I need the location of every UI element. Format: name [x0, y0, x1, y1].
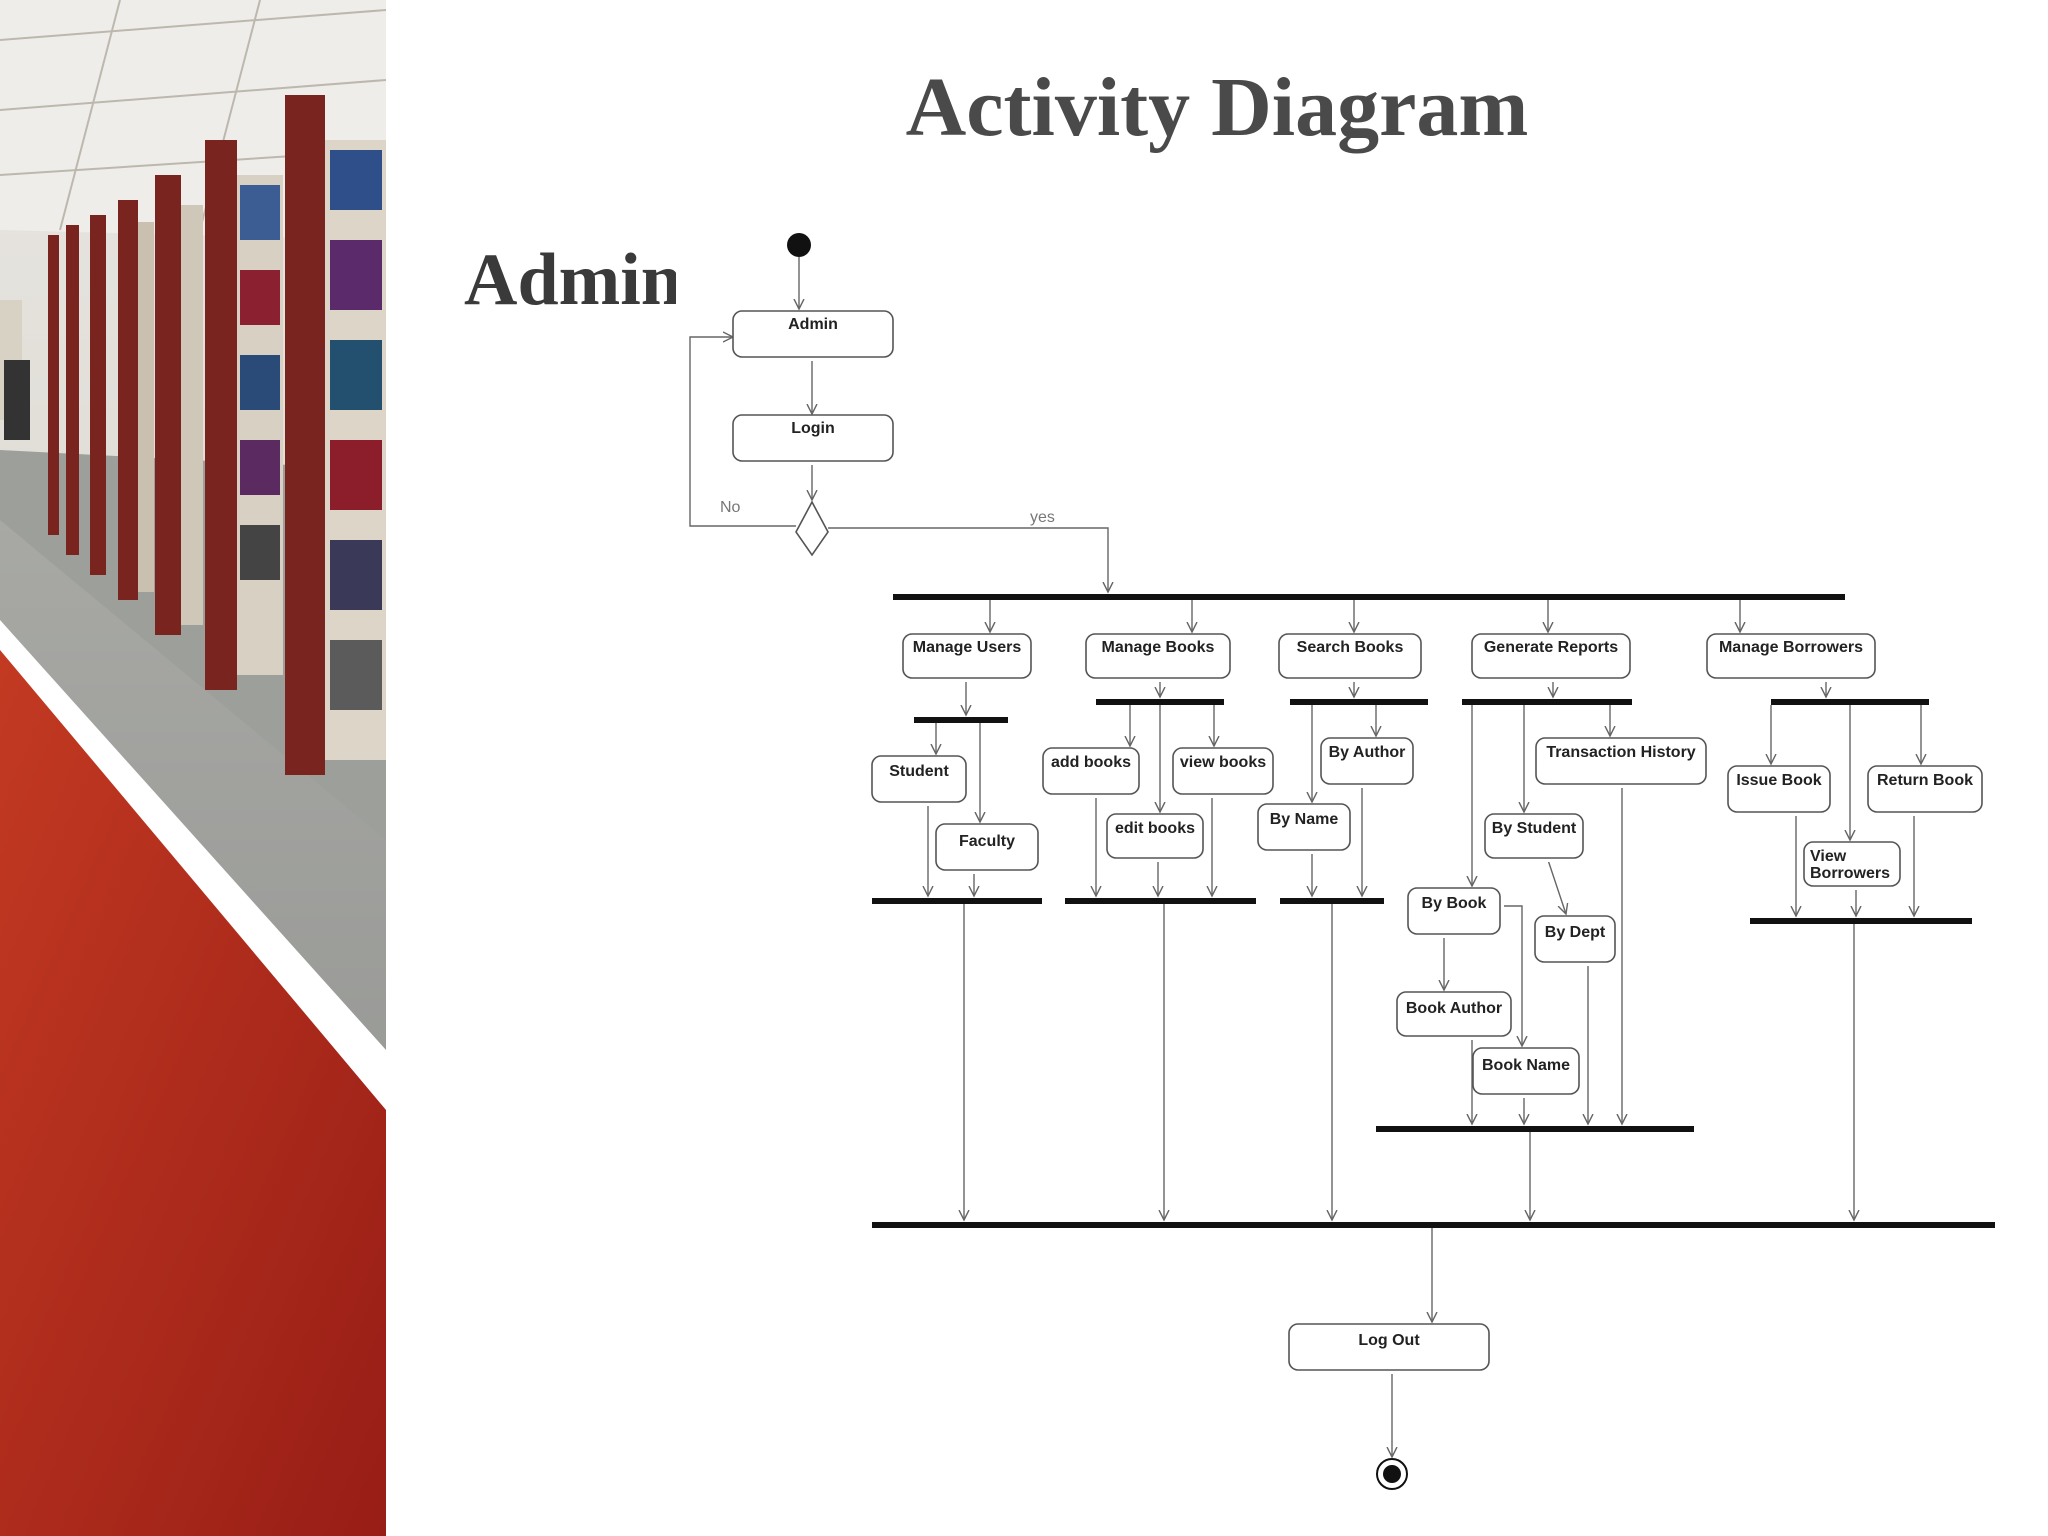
- node-faculty: Faculty: [935, 823, 1042, 874]
- node-manage-borrowers: Manage Borrowers: [1706, 633, 1879, 682]
- node-add-books: add books: [1042, 747, 1143, 798]
- node-login: Login: [732, 414, 897, 465]
- fork-bar-borrowers: [1771, 699, 1929, 705]
- join-bar-borrowers: [1750, 918, 1972, 924]
- node-return-book: Return Book: [1867, 765, 1986, 816]
- node-edit-books: edit books: [1106, 813, 1207, 862]
- node-admin: Admin: [732, 310, 897, 361]
- fork-bar-reports: [1462, 699, 1632, 705]
- node-label: By Student: [1492, 820, 1577, 837]
- guard-no: No: [720, 499, 741, 516]
- node-view-borrowers: View Borrowers: [1803, 841, 1904, 890]
- fork-bar-users: [914, 717, 1008, 723]
- node-search-books: Search Books: [1278, 633, 1425, 682]
- node-label: Admin: [788, 316, 838, 333]
- fork-bar-books: [1096, 699, 1224, 705]
- node-manage-users: Manage Users: [902, 633, 1035, 682]
- node-label: Manage Borrowers: [1719, 639, 1863, 656]
- node-student: Student: [871, 755, 970, 806]
- node-log-out: Log Out: [1288, 1323, 1493, 1374]
- node-label: Book Name: [1482, 1057, 1570, 1074]
- node-label: add books: [1051, 754, 1131, 771]
- node-issue-book: Issue Book: [1727, 765, 1834, 816]
- node-label: By Author: [1329, 744, 1406, 761]
- node-label: By Dept: [1545, 924, 1606, 941]
- node-by-author: By Author: [1320, 737, 1417, 788]
- fork-bar-search: [1290, 699, 1428, 705]
- section-label: Admin: [464, 240, 676, 321]
- login-decision: [795, 500, 829, 557]
- node-label: view books: [1180, 754, 1266, 771]
- start-node: [787, 233, 811, 257]
- node-label: Return Book: [1877, 772, 1973, 789]
- join-bar-reports: [1376, 1126, 1694, 1132]
- node-manage-books: Manage Books: [1085, 633, 1234, 682]
- node-label: By Name: [1270, 811, 1339, 828]
- node-label: By Book: [1422, 895, 1487, 912]
- node-label: Log Out: [1358, 1332, 1420, 1349]
- node-book-name: Book Name: [1472, 1047, 1583, 1098]
- node-label: Faculty: [959, 833, 1015, 850]
- library-photo: [0, 0, 386, 1536]
- node-label: Issue Book: [1736, 772, 1821, 789]
- join-bar-users: [872, 898, 1042, 904]
- node-view-books: view books: [1172, 747, 1277, 798]
- node-by-dept: By Dept: [1534, 915, 1619, 966]
- join-bar-final: [872, 1222, 1995, 1228]
- fork-bar-main: [893, 594, 1845, 600]
- node-book-author: Book Author: [1396, 991, 1515, 1040]
- node-label: Book Author: [1406, 1000, 1502, 1017]
- edge: [828, 527, 1108, 592]
- join-bar-search: [1280, 898, 1384, 904]
- node-label: Student: [889, 763, 949, 780]
- edge: [1502, 905, 1522, 1046]
- node-label: Login: [791, 420, 835, 437]
- edge: [689, 337, 796, 527]
- node-by-name: By Name: [1257, 803, 1354, 854]
- node-by-book: By Book: [1407, 887, 1504, 938]
- node-generate-reports: Generate Reports: [1471, 633, 1634, 682]
- node-label: Manage Users: [913, 639, 1022, 656]
- guard-yes: yes: [1030, 509, 1055, 526]
- node-label: Manage Books: [1102, 639, 1215, 656]
- node-label: edit books: [1115, 820, 1195, 837]
- node-label: Search Books: [1297, 639, 1404, 656]
- join-bar-books: [1065, 898, 1256, 904]
- node-label: Transaction History: [1546, 744, 1695, 761]
- slide-title: Activity Diagram: [905, 61, 1529, 154]
- node-label: View: [1810, 848, 1847, 865]
- node-label: Borrowers: [1810, 865, 1890, 882]
- node-transaction-history: Transaction History: [1535, 737, 1710, 788]
- node-by-student: By Student: [1484, 813, 1587, 862]
- end-node: [1376, 1458, 1408, 1490]
- edge: [1547, 859, 1566, 914]
- node-label: Generate Reports: [1484, 639, 1618, 656]
